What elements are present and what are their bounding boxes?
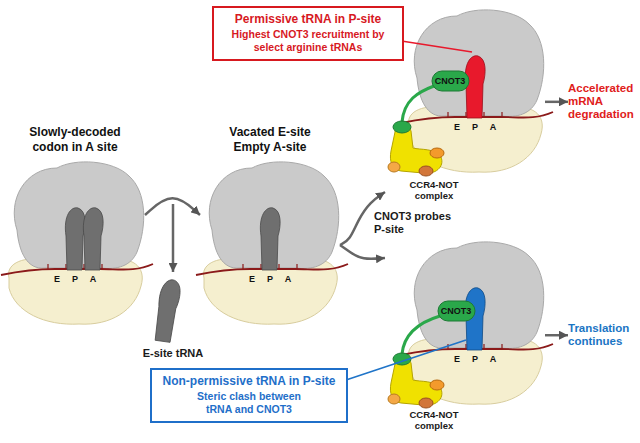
ribosome-drawing — [196, 162, 348, 324]
ribosome-drawing — [1, 162, 153, 324]
site-letter: E — [245, 274, 259, 285]
leader-line — [395, 40, 472, 52]
site-letter: P — [468, 354, 482, 365]
site-letter: P — [263, 274, 277, 285]
flow-arrow — [340, 245, 385, 259]
site-letter: A — [486, 122, 500, 133]
figure-label: CCR4-NOT complex — [396, 410, 472, 432]
cnot3-stalk — [402, 316, 440, 354]
ccr4-not-shape — [388, 353, 444, 408]
eject-arrow — [172, 204, 175, 272]
outcome-label: Translation continues — [568, 322, 638, 348]
ribosome: EPA CNOT3 — [385, 8, 545, 200]
figure-label: CCR4-NOT complex — [396, 180, 472, 202]
site-letter: A — [486, 354, 500, 365]
flow-arrow — [545, 334, 568, 337]
cnot3-fill — [432, 71, 469, 91]
stage-heading: Slowly-decoded codon in A site — [23, 125, 128, 154]
ribosome-drawing — [401, 10, 553, 172]
flow-arrow — [145, 198, 200, 215]
site-letter: P — [68, 274, 82, 285]
callout-title: Permissive tRNA in P-site — [221, 12, 395, 26]
trna-shape — [260, 208, 280, 270]
cnot3-fill — [438, 301, 475, 321]
trna-shape — [83, 208, 103, 270]
ccr4-not-shape — [388, 121, 444, 176]
trna-shape — [65, 208, 85, 270]
callout-title: Non-permissive tRNA in P-site — [159, 374, 339, 388]
callout-box: Non-permissive tRNA in P-siteSteric clas… — [150, 368, 348, 423]
cnot3-stalk — [402, 86, 434, 122]
cnot3-subunit: CNOT3 — [431, 70, 470, 92]
figure-label: E-site tRNA — [140, 347, 206, 360]
ejected-trna — [154, 278, 182, 342]
ribosome-drawing — [401, 242, 553, 404]
site-letter: A — [281, 274, 295, 285]
trna-shape — [465, 56, 485, 118]
outcome-label: Accelerated mRNA degradation — [568, 82, 638, 122]
site-letter: E — [450, 354, 464, 365]
flow-arrow — [545, 101, 568, 104]
site-letter: A — [86, 274, 100, 285]
protein-name: CNOT3 — [437, 300, 476, 322]
site-letter: E — [50, 274, 64, 285]
ribosome: EPA CNOT3 — [385, 240, 545, 410]
callout-box: Permissive tRNA in P-siteHighest CNOT3 r… — [212, 6, 404, 61]
callout-body: Steric clash between tRNA and CNOT3 — [184, 390, 314, 415]
site-letter: E — [450, 122, 464, 133]
outcome-text: Translation continues — [568, 322, 638, 348]
ribosome: Slowly-decoded codon in A siteEPA — [5, 160, 145, 330]
leader-line — [340, 340, 466, 382]
ribosome: Vacated E-site Empty A-siteEPA — [200, 160, 340, 330]
outcome-text: Accelerated mRNA degradation — [568, 82, 638, 122]
protein-name: CNOT3 — [431, 70, 470, 92]
site-letter: P — [468, 122, 482, 133]
figure-label: CNOT3 probes P-site — [374, 210, 464, 235]
cnot3-subunit: CNOT3 — [437, 300, 476, 322]
stage-heading: Vacated E-site Empty A-site — [218, 125, 323, 154]
callout-body: Highest CNOT3 recruitment by select argi… — [228, 28, 388, 53]
